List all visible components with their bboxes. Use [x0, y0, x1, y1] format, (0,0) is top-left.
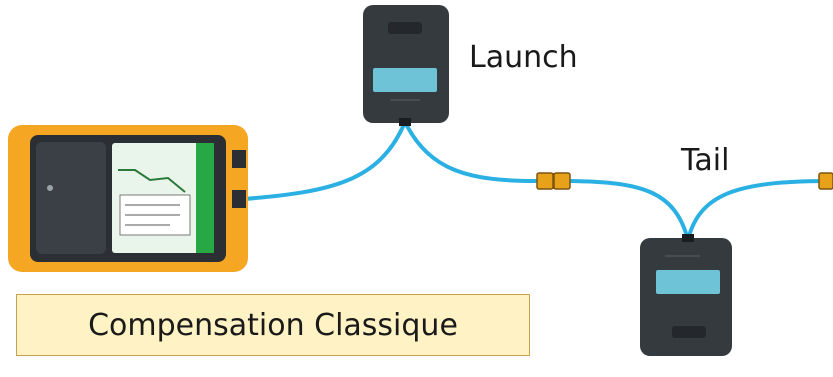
otdr-tester-icon: [8, 125, 248, 272]
tail-fiber-box-icon: [640, 234, 732, 356]
launch-to-tail-cable: [403, 120, 540, 183]
caption-box: Compensation Classique: [16, 294, 530, 356]
fiber-connector-icon: [818, 172, 833, 190]
tail-input-cable: [568, 179, 690, 242]
launch-cable: [242, 120, 407, 201]
tail-output-cable: [686, 179, 833, 242]
launch-label: Launch: [469, 40, 578, 75]
launch-fiber-box-icon: [363, 5, 449, 126]
caption-text: Compensation Classique: [88, 307, 458, 343]
tail-label: Tail: [681, 143, 730, 178]
fiber-connector-icon: [536, 172, 571, 190]
